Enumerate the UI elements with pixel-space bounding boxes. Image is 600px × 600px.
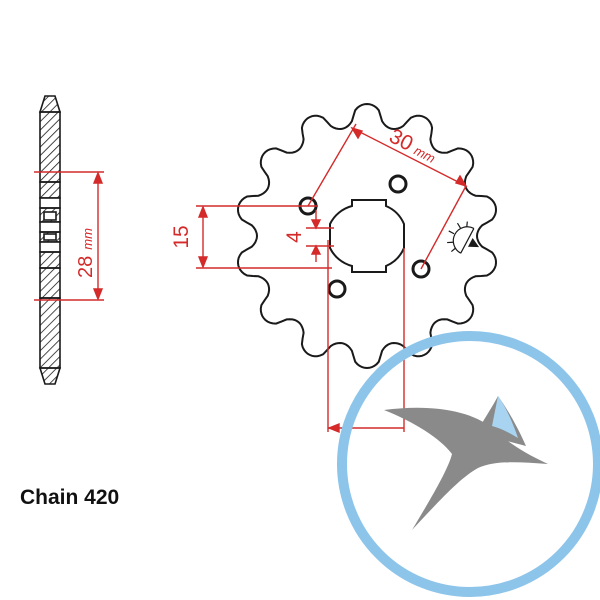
rotation-direction-icon (447, 221, 480, 254)
bird-wing-tip (492, 396, 518, 438)
bolt-hole (327, 279, 347, 299)
bolt-hole (388, 174, 408, 194)
side-dimension-28 (34, 171, 104, 301)
hole-offset-label: 4 (283, 231, 306, 243)
spline-height-label: 15 (170, 225, 193, 248)
front-dimensions (196, 123, 468, 434)
sprocket-profile (38, 95, 62, 385)
bird-body (384, 407, 548, 530)
chain-size-caption: Chain 420 (20, 486, 119, 509)
spline-bore (329, 199, 405, 273)
bird-logo-watermark (337, 331, 600, 597)
side-view: 28mm (34, 95, 104, 385)
side-dimension-label: 28mm (75, 228, 97, 278)
front-view: 30mm 15 4 (170, 102, 498, 434)
